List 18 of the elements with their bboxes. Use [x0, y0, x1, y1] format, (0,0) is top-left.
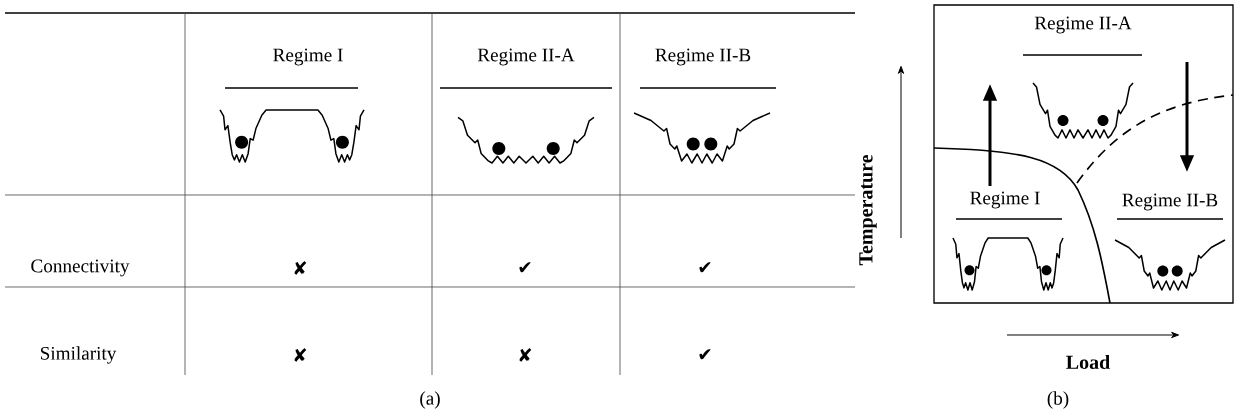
- subfigure-label: (a): [420, 391, 440, 409]
- row-label: Similarity: [40, 346, 117, 364]
- status-mark: ✔: [699, 262, 711, 273]
- axis-label: Temperature: [859, 154, 877, 266]
- regime-label: Regime I: [970, 191, 1040, 209]
- regime-label: Regime II-B: [1122, 193, 1218, 211]
- regime-label: Regime II-A: [1034, 16, 1132, 34]
- column-header: Regime I: [273, 48, 343, 66]
- status-mark: ✘: [294, 348, 307, 362]
- row-label: Connectivity: [31, 259, 130, 277]
- status-mark: ✘: [294, 261, 307, 275]
- status-mark: ✔: [699, 349, 711, 360]
- status-mark: ✔: [519, 262, 531, 273]
- subfigure-label: (b): [1047, 391, 1069, 409]
- axis-label: Load: [1066, 354, 1110, 369]
- column-header: Regime II-A: [477, 48, 575, 66]
- status-mark: ✘: [519, 348, 532, 362]
- column-header: Regime II-B: [655, 48, 751, 66]
